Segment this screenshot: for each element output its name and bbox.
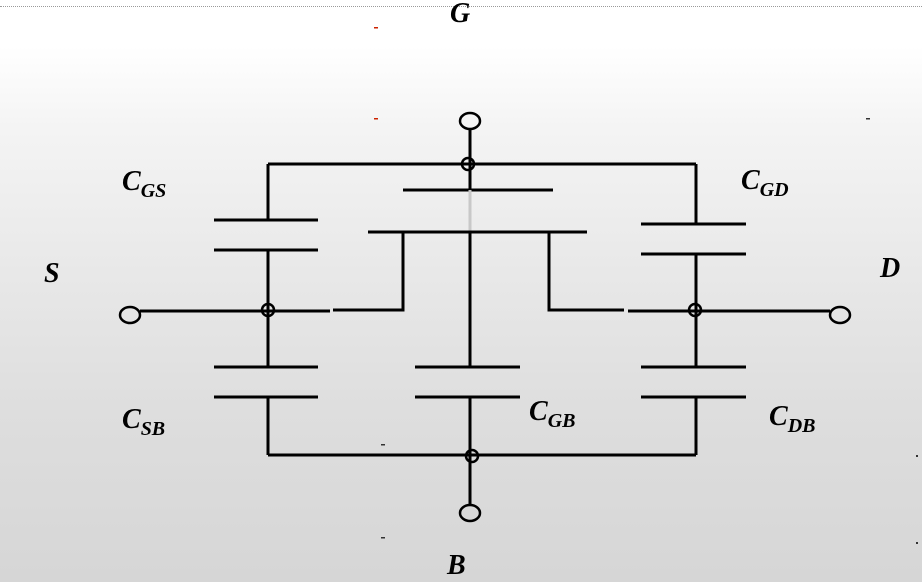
stray-mark xyxy=(374,118,378,120)
stray-mark xyxy=(374,27,378,29)
drain-label: D xyxy=(879,253,900,284)
stray-mark xyxy=(866,118,870,120)
stray-mark xyxy=(916,455,918,457)
stray-mark xyxy=(381,537,385,539)
bulk-label: B xyxy=(446,550,466,581)
cdb-label: CDB xyxy=(769,401,815,437)
source-network xyxy=(140,218,330,455)
source-junction-node xyxy=(260,302,276,318)
source-label: S xyxy=(44,258,60,289)
drain-junction-node xyxy=(687,302,703,318)
csb-label: CSB xyxy=(122,404,165,440)
bulk-junction-node xyxy=(464,448,480,464)
source-region xyxy=(333,232,405,312)
cgb-label: CGB xyxy=(529,396,575,432)
cgd-label: CGD xyxy=(741,165,789,201)
drain-terminal xyxy=(828,305,852,325)
top-dotted-border xyxy=(0,6,922,7)
gate-network xyxy=(266,128,698,232)
drain-network xyxy=(628,222,830,455)
drain-region xyxy=(547,232,624,312)
gate-terminal xyxy=(458,111,482,131)
bulk-network xyxy=(268,365,696,505)
bulk-terminal xyxy=(458,503,482,523)
transistor-body xyxy=(333,230,624,367)
stray-mark xyxy=(381,444,385,446)
source-terminal xyxy=(118,305,142,325)
gate-label: G xyxy=(450,0,470,29)
cgs-label: CGS xyxy=(122,166,166,202)
gate-junction-node xyxy=(460,156,476,172)
stray-mark xyxy=(916,542,918,544)
